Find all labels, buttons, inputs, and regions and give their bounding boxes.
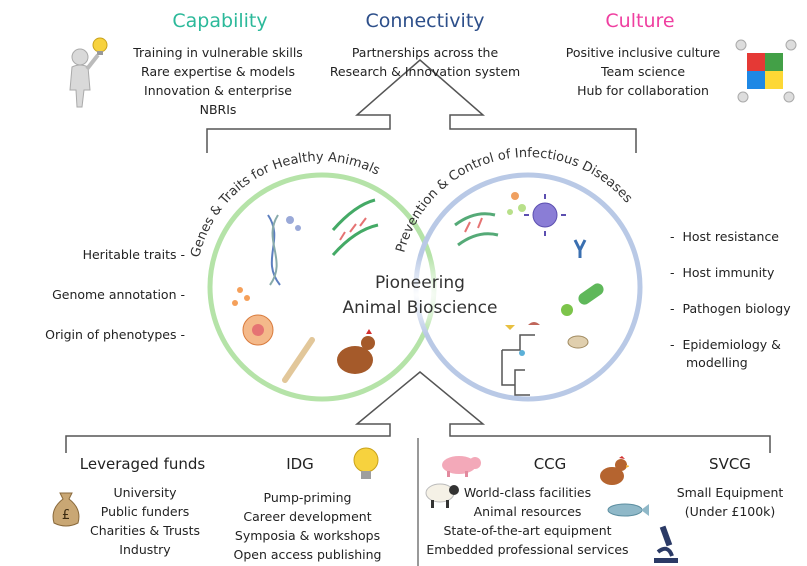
ccg-item: State-of-the-art equipment [443, 523, 612, 538]
leveraged-item: Charities & Trusts [90, 523, 200, 538]
ccg-item: Embedded professional services [426, 542, 629, 557]
leveraged-title: Leveraged funds [79, 455, 206, 473]
bacterium-icon [578, 283, 604, 305]
right-list-item: - Pathogen biology [670, 301, 791, 316]
idg-item: Career development [243, 509, 372, 524]
sheep-icon [425, 483, 459, 508]
idg-item: Symposia & workshops [234, 528, 381, 543]
right-list-item: - Epidemiology & [670, 337, 781, 352]
right-list-item: modelling [686, 355, 748, 370]
left-list-item: Genome annotation - [52, 287, 185, 302]
idg-list: Pump-priming Career development Symposia… [215, 488, 400, 564]
capability-item: Innovation & enterprise [144, 83, 292, 98]
dna-icon [454, 212, 499, 247]
right-list-item: - Host immunity [670, 265, 775, 280]
svcg-title: SVCG [709, 455, 751, 473]
left-list: Heritable traits - Genome annotation - O… [0, 247, 185, 367]
dna-icon [331, 198, 379, 256]
culture-item: Team science [600, 64, 686, 79]
pig-icon [442, 456, 481, 477]
leveraged-item: University [113, 485, 177, 500]
lightbulb-icon [353, 447, 379, 479]
capability-item: NBRIs [199, 102, 237, 117]
leveraged-item: Industry [119, 542, 171, 557]
cell-icon [242, 314, 274, 346]
capability-item: Rare expertise & models [141, 64, 295, 79]
antibody-icon [573, 239, 587, 258]
fish-icon [607, 503, 649, 517]
capability-list: Training in vulnerable skills Rare exper… [108, 43, 328, 119]
idg-title: IDG [286, 455, 314, 473]
culture-item: Positive inclusive culture [565, 45, 721, 60]
culture-title: Culture [605, 10, 675, 32]
connectivity-item: Partnerships across the [351, 45, 499, 60]
ccg-title: CCG [533, 455, 567, 473]
svcg-item: Small Equipment [676, 485, 784, 500]
virus-icon [524, 194, 566, 236]
microscope-icon [654, 525, 678, 563]
ccg-item: Animal resources [473, 504, 582, 519]
puzzle-team-icon [735, 39, 797, 103]
svcg-item: (Under £100k) [684, 504, 776, 519]
left-list-item: Origin of phenotypes - [45, 327, 185, 342]
phylogeny-tree-icon [501, 334, 535, 396]
idg-item: Pump-priming [263, 490, 352, 505]
leveraged-list: University Public funders Charities & Tr… [70, 483, 220, 559]
leveraged-item: Public funders [100, 504, 190, 519]
right-list-item: - Host resistance [670, 229, 780, 244]
money-bag-icon: £ [52, 492, 80, 527]
chicken-drawing-icon [337, 329, 375, 374]
capability-title: Capability [172, 10, 268, 32]
culture-list: Positive inclusive culture Team science … [548, 43, 738, 100]
culture-item: Hub for collaboration [577, 83, 709, 98]
ccg-list: World-class facilities Animal resources … [415, 483, 640, 559]
ccg-item: World-class facilities [463, 485, 592, 500]
connectivity-item: Research & Innovation system [329, 64, 521, 79]
left-list-item: Heritable traits - [82, 247, 185, 262]
idg-item: Open access publishing [233, 547, 382, 562]
svg-text:£: £ [62, 508, 70, 523]
connectivity-title: Connectivity [365, 10, 485, 32]
lightbulb-person-icon [69, 37, 108, 108]
svcg-list: Small Equipment (Under £100k) [655, 483, 805, 521]
chicken-icon [600, 456, 629, 485]
right-list: - Host resistance - Host immunity - Path… [670, 229, 807, 370]
capability-item: Training in vulnerable skills [133, 45, 303, 60]
connectivity-list: Partnerships across the Research & Innov… [315, 43, 535, 81]
bone-icon [282, 337, 315, 383]
center-title: Pioneering Animal Bioscience [342, 273, 498, 318]
dna-icon [267, 214, 301, 286]
